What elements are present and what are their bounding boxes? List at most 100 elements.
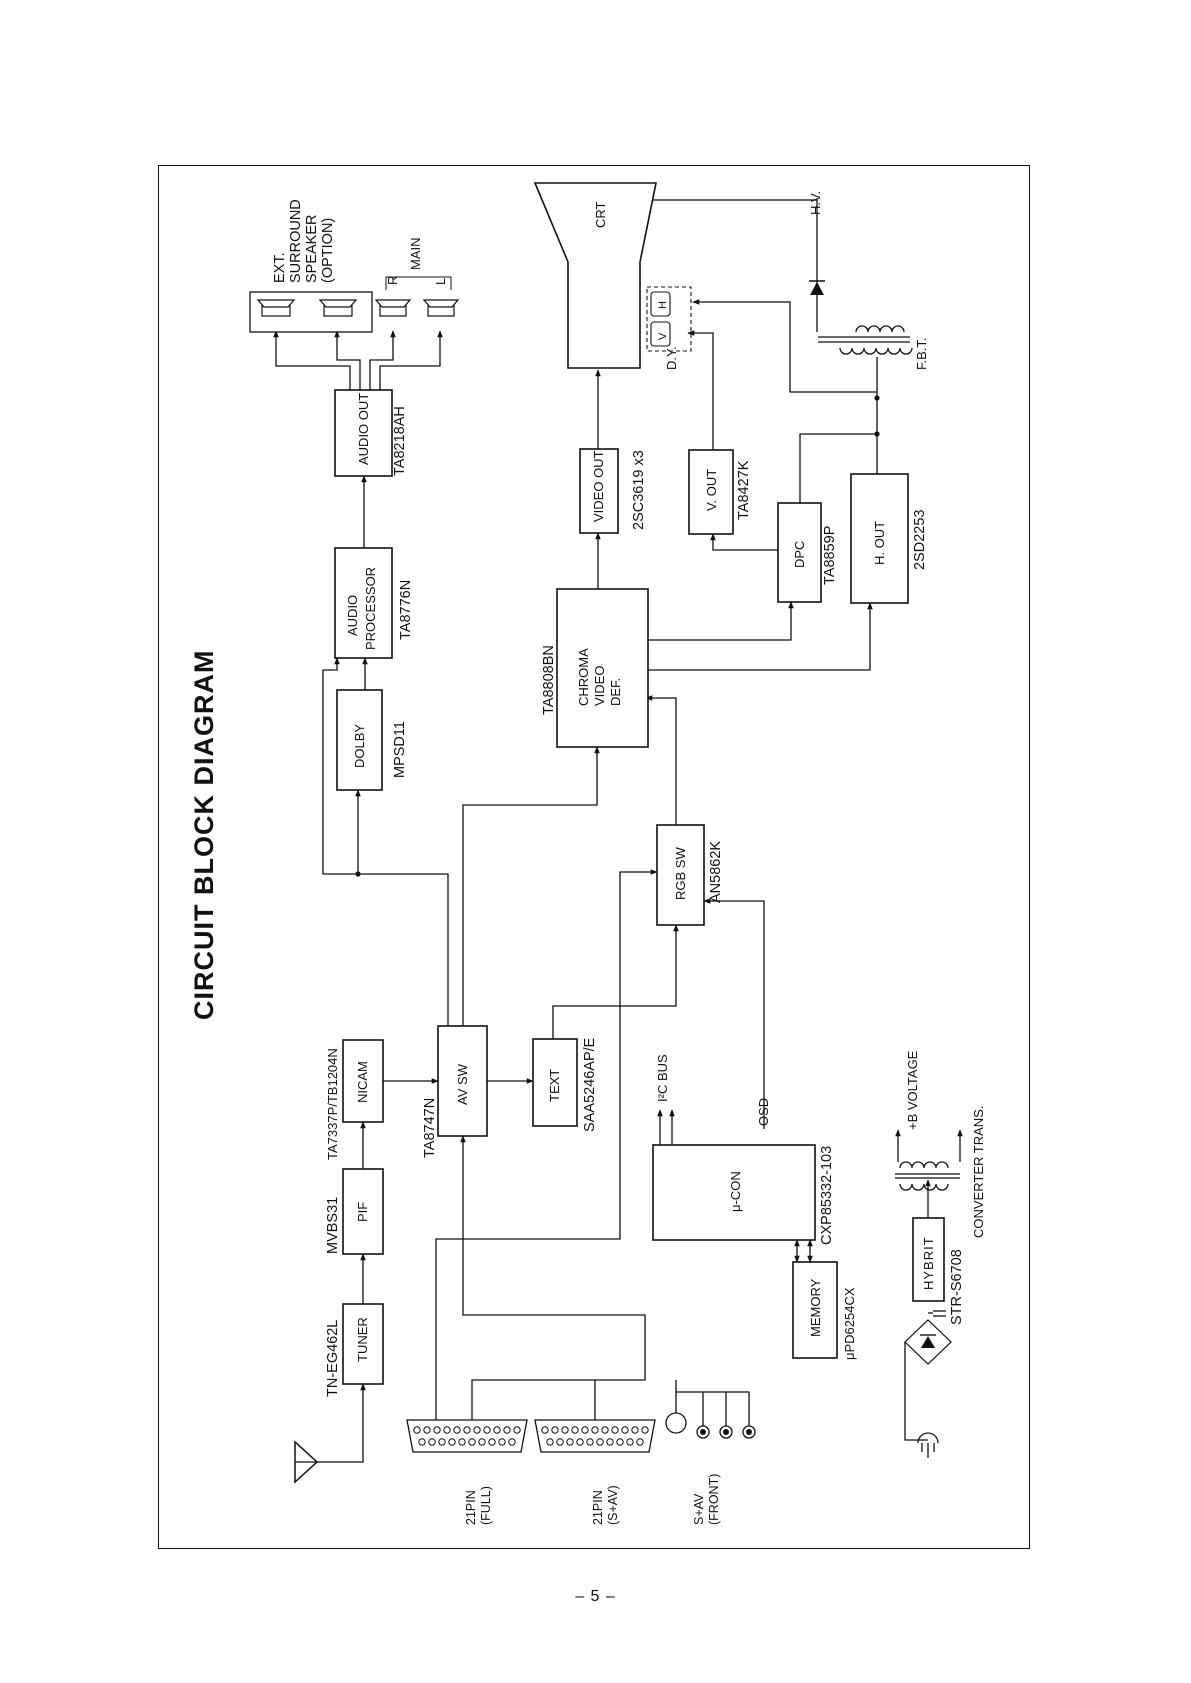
audio-out-ic-label: TA8218AH [392, 406, 408, 476]
page-number: – 5 – [575, 1588, 616, 1605]
rgb-sw-block: RGB SW AN5862K [656, 824, 724, 926]
svg-text:AUDIO: AUDIO [345, 595, 360, 636]
svg-text:SURROUND: SURROUND [288, 199, 304, 283]
h-out-block: H. OUT 2SD2253 [850, 473, 928, 604]
svg-text:SPEAKER: SPEAKER [304, 215, 320, 284]
svg-text:R: R [385, 276, 400, 285]
plus-b-voltage-label: +B VOLTAGE [905, 1050, 920, 1130]
svg-text:(FRONT): (FRONT) [707, 1474, 721, 1525]
connector-pin [463, 1426, 471, 1434]
power-supply [904, 1310, 952, 1452]
pif-ic-label: MVBS31 [325, 1197, 341, 1254]
text-ic-label: SAA5246AP/E [582, 1037, 598, 1132]
power-plug-icon [917, 1432, 939, 1452]
svg-text:CRT: CRT [593, 201, 608, 228]
connector-pin [478, 1438, 486, 1446]
svg-text:21PIN: 21PIN [464, 1490, 478, 1525]
connector-pin [636, 1438, 644, 1446]
svg-text:EXT.: EXT. [272, 252, 288, 283]
memory-block: MEMORY μPD6254CX [792, 1261, 857, 1360]
connector-pin [626, 1438, 634, 1446]
hybrit-block: HYBRIT STR-S6708 [912, 1217, 965, 1325]
connector-pin [631, 1426, 639, 1434]
dolby-block: DOLBY MPSD11 [336, 689, 408, 791]
fbt-transformer: F.B.T. [818, 325, 929, 370]
connector-pin [586, 1438, 594, 1446]
deflection-yoke: V H D.Y. [646, 286, 692, 370]
connector-pin [428, 1438, 436, 1446]
hybrit-ic-label: STR-S6708 [949, 1249, 965, 1325]
dy-label: D.Y. [664, 346, 679, 370]
connector-pin [551, 1426, 559, 1434]
speaker-icon [318, 299, 358, 317]
ext-surround-speakers: EXT. SURROUND SPEAKER (OPTION) [249, 199, 373, 333]
connector-pin [546, 1438, 554, 1446]
svg-text:NICAM: NICAM [355, 1061, 370, 1103]
dpc-ic-label: TA8859P [822, 526, 838, 585]
capacitor-icon [928, 1310, 946, 1317]
svg-text:RGB SW: RGB SW [673, 847, 688, 900]
svg-text:PIF: PIF [355, 1202, 370, 1222]
connector-pin [571, 1426, 579, 1434]
connector-pin [443, 1426, 451, 1434]
svg-text:μ-CON: μ-CON [728, 1171, 743, 1212]
tuner-ic-label: TN-EG462L [325, 1320, 341, 1397]
hv-label: H.V. [808, 191, 823, 215]
connector-pin [591, 1426, 599, 1434]
osd-label: OSD [756, 1098, 771, 1126]
svg-text:H: H [657, 301, 669, 309]
speaker-l-icon [422, 299, 460, 317]
connector-pin [493, 1426, 501, 1434]
connector-pin [601, 1426, 609, 1434]
connector-pin [483, 1426, 491, 1434]
v-out-ic-label: TA8427K [736, 460, 752, 520]
dolby-ic-label: MPSD11 [392, 721, 408, 778]
converter-transformer: +B VOLTAGE CONVERTER TRANS. [895, 1050, 986, 1238]
micon-block: μ-CON CXP85332-103 [652, 1144, 835, 1245]
v-out-block: V. OUT TA8427K [688, 449, 752, 535]
svg-text:L: L [433, 278, 448, 285]
nicam-ic-label: TA7337P/TB1204N [325, 1048, 340, 1160]
chroma-ic-label: TA8808BN [541, 645, 557, 715]
connector-pin [616, 1438, 624, 1446]
dpc-block: DPC TA8859P [777, 502, 838, 603]
hv-diode-icon [809, 280, 825, 295]
micon-ic-label: CXP85332-103 [819, 1146, 835, 1245]
connector-pin [641, 1426, 649, 1434]
connector-pin [611, 1426, 619, 1434]
svg-text:V: V [657, 332, 669, 340]
memory-ic-label: μPD6254CX [842, 1287, 857, 1360]
connector-pin [433, 1426, 441, 1434]
speaker-r-icon [374, 299, 412, 317]
antenna-icon [294, 1440, 319, 1484]
connector-pin [621, 1426, 629, 1434]
video-out-block: VIDEO OUT 2SC3619 x3 [579, 448, 647, 534]
connector-pin [473, 1426, 481, 1434]
connector-pin [453, 1426, 461, 1434]
diagram-title: CIRCUIT BLOCK DIAGRAM [189, 650, 219, 1020]
svg-text:AV SW: AV SW [455, 1063, 470, 1105]
svg-text:TUNER: TUNER [355, 1317, 370, 1362]
svg-text:CHROMA: CHROMA [576, 648, 591, 706]
connector-pin [596, 1438, 604, 1446]
svg-text:DEF.: DEF. [608, 678, 623, 706]
main-speakers: R L MAIN [374, 238, 460, 317]
connector-pin [541, 1426, 549, 1434]
connector-pin [423, 1426, 431, 1434]
connector-pin [458, 1438, 466, 1446]
signal-lines [273, 199, 931, 1463]
svg-text:PROCESSOR: PROCESSOR [363, 567, 378, 650]
h-out-ic-label: 2SD2253 [912, 510, 928, 570]
svg-text:H. OUT: H. OUT [872, 521, 887, 565]
connector-pin [503, 1426, 511, 1434]
speaker-icon [256, 299, 296, 317]
svg-text:AUDIO OUT: AUDIO OUT [356, 393, 371, 465]
video-out-ic-label: 2SC3619 x3 [631, 450, 647, 530]
crt-tube: CRT [533, 182, 657, 369]
audio-out-block: AUDIO OUT TA8218AH [334, 389, 408, 477]
svg-text:DOLBY: DOLBY [352, 724, 367, 768]
connector-pin [556, 1438, 564, 1446]
pif-block: PIF MVBS31 [325, 1168, 384, 1255]
rgb-sw-ic-label: AN5862K [708, 841, 724, 903]
front-av-jacks: S+AV (FRONT) [665, 1412, 756, 1525]
